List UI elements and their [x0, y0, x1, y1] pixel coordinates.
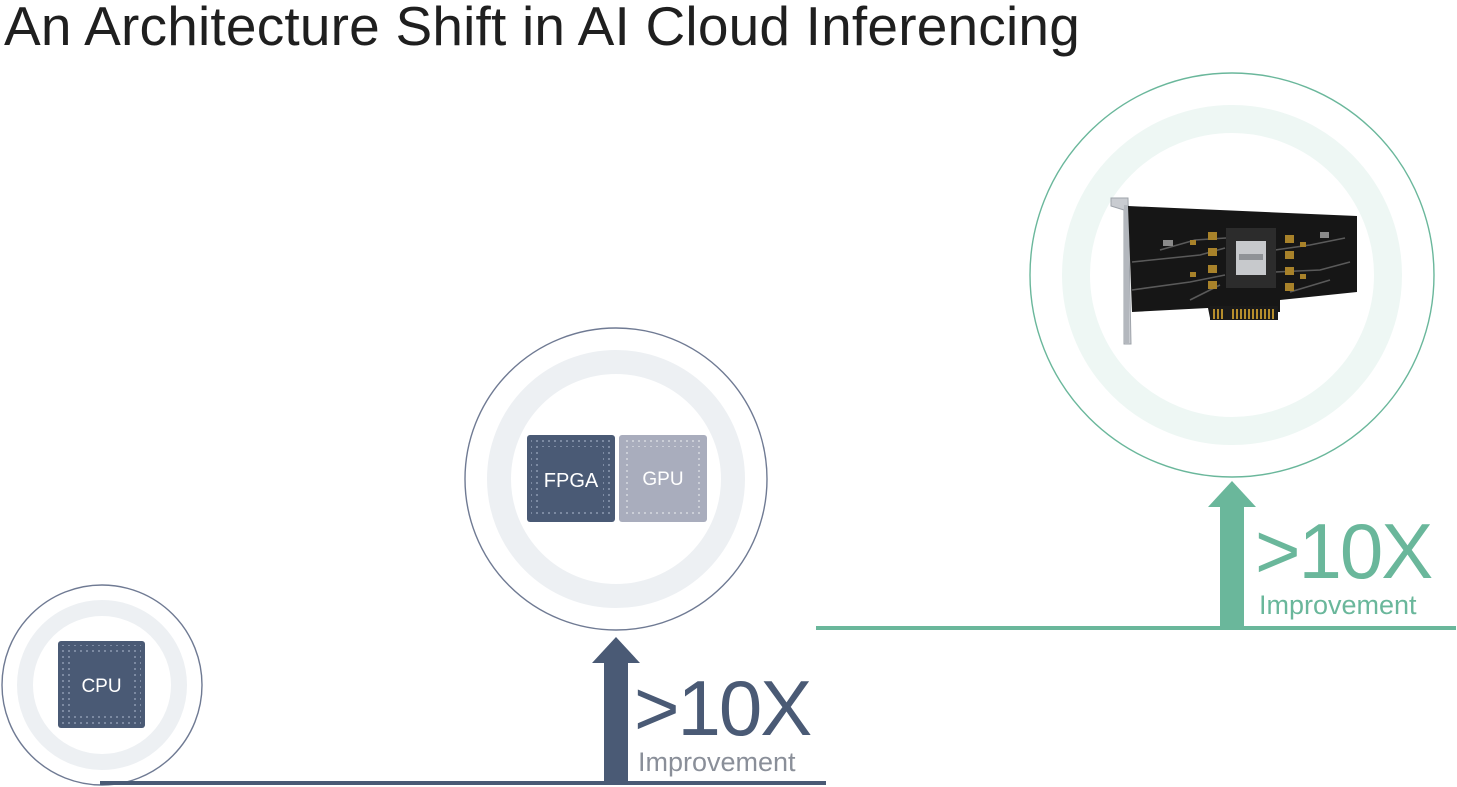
accelerator-card-icon [1110, 197, 1357, 345]
accelerator-inner-ring [1062, 105, 1402, 445]
up-arrow-icon [592, 637, 640, 783]
cpu-chip-icon: CPU [58, 641, 145, 728]
teal-step: >10X Improvement [816, 481, 1456, 630]
accelerator-outer-ring [1029, 72, 1435, 478]
gpu-chip-label: GPU [642, 469, 683, 490]
navy-improvement-label: Improvement [638, 747, 796, 777]
teal-multiplier: >10X [1255, 507, 1432, 595]
navy-step: >10X Improvement [100, 637, 826, 785]
cpu-chip-label: CPU [81, 676, 121, 697]
teal-improvement-label: Improvement [1259, 590, 1417, 620]
fpga-chip-label: FPGA [544, 470, 599, 492]
cpu-stage: CPU [1, 584, 203, 786]
navy-multiplier: >10X [634, 664, 811, 752]
fpga-chip-icon: FPGA [527, 435, 615, 522]
gpu-chip-icon: GPU [619, 435, 707, 522]
page-title: An Architecture Shift in AI Cloud Infere… [4, 0, 1080, 57]
fpga-gpu-outer-ring [464, 327, 768, 631]
fpga-gpu-stage: FPGA GPU [464, 327, 768, 631]
accelerator-stage [1029, 72, 1435, 478]
cpu-inner-ring [17, 600, 187, 770]
fpga-gpu-inner-ring [487, 350, 745, 608]
up-arrow-icon [1208, 481, 1256, 628]
